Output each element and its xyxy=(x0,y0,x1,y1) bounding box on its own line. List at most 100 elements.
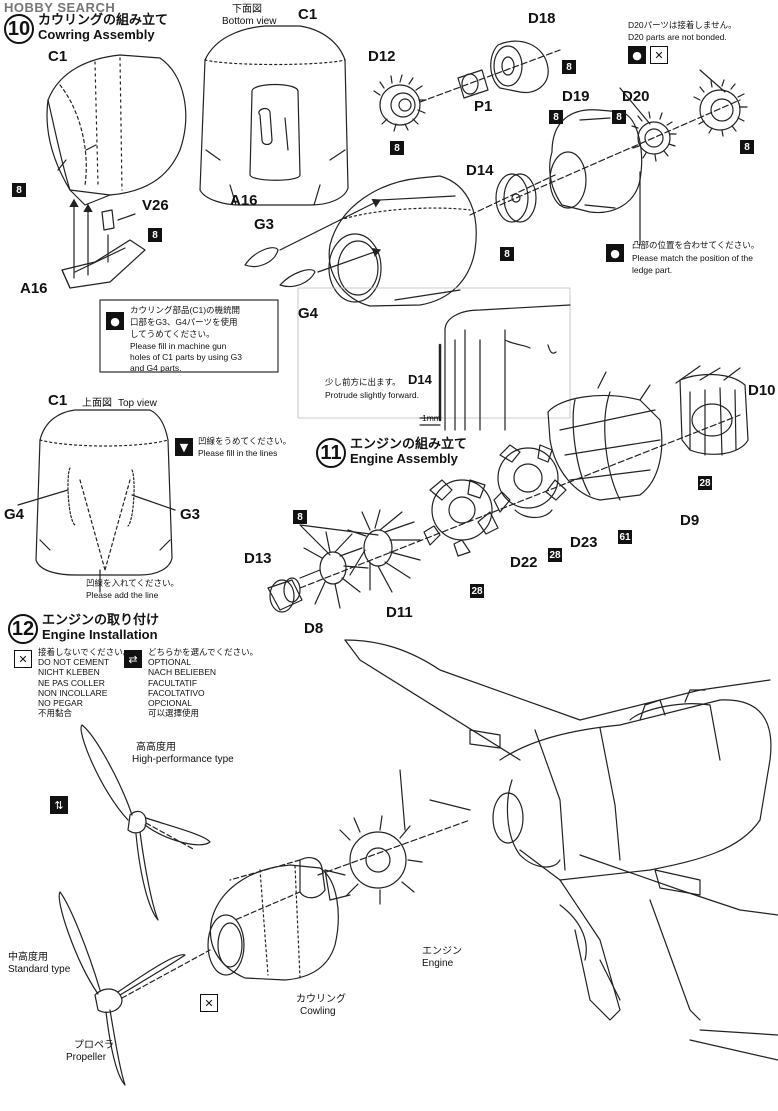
optional-legend: どちらかを選んでください。 OPTIONAL NACH BELIEBEN FAC… xyxy=(148,647,258,718)
fill-lines-jp: 凹線をうめてください。 xyxy=(198,436,292,446)
part-a16-label: A16 xyxy=(20,280,48,297)
part-d10-label: D10 xyxy=(748,382,776,399)
part-d23-label: D23 xyxy=(570,534,598,551)
aircraft-fuselage xyxy=(344,639,778,1061)
part-d22-label: D22 xyxy=(510,554,538,571)
fill-lines-en: Please fill in the lines xyxy=(198,448,278,458)
a16-v26-parts xyxy=(61,198,146,289)
optional-line: NACH BELIEBEN xyxy=(148,667,217,678)
step-11-title-jp: エンジンの組み立て xyxy=(350,437,468,452)
part-p1-label: P1 xyxy=(474,98,493,115)
part-d20-label: D20 xyxy=(622,88,650,105)
gun-note-jp-1: カウリング部品(C1)の機銃開 xyxy=(130,305,241,315)
part-g3-top-label: G3 xyxy=(180,506,201,523)
step-10-title-jp: カウリングの組み立て xyxy=(38,13,169,28)
propeller-high-performance xyxy=(80,724,211,921)
no-cement-line: NON INCOLLARE xyxy=(38,687,108,698)
badge-8: 8 xyxy=(612,110,626,124)
optional-line: 可以選擇使用 xyxy=(148,708,200,719)
protrude-part-d14: D14 xyxy=(408,372,432,387)
d20-note-jp: D20パーツは接着しません。 xyxy=(628,20,737,30)
step-12-title-en: Engine Installation xyxy=(42,627,158,642)
bottom-view-jp: 下面図 xyxy=(232,4,262,15)
watermark: HOBBY SEARCH xyxy=(4,0,116,15)
part-g4-label: G4 xyxy=(298,305,319,322)
cowling-bottom-view xyxy=(199,25,349,206)
cowling-c1-half xyxy=(46,54,187,206)
gun-note-en-1: Please fill in machine gun xyxy=(130,341,227,351)
propeller-standard xyxy=(58,891,211,1086)
optional-line: OPTIONAL xyxy=(148,657,191,668)
fill-in-icon: ▼ xyxy=(175,438,193,456)
ledge-note-en1: Please match the position of the xyxy=(632,253,753,263)
propeller-en: Propeller xyxy=(66,1052,107,1063)
badge-8: 8 xyxy=(390,141,404,155)
cowling-installed xyxy=(207,864,339,981)
top-view-jp: 上面図 xyxy=(82,398,112,409)
part-c1-label: C1 xyxy=(48,48,68,65)
no-cement-line: NO PEGAR xyxy=(38,697,83,708)
step-10-title-en: Cowring Assembly xyxy=(38,27,155,42)
badge-28: 28 xyxy=(698,476,712,490)
cowling-en: Cowling xyxy=(300,1006,336,1017)
part-c1-bottom-label: C1 xyxy=(298,6,318,23)
part-d11-label: D11 xyxy=(386,604,413,621)
add-line-jp: 凹線を入れてください。 xyxy=(86,578,179,588)
part-c1-top-label: C1 xyxy=(48,392,68,409)
protrude-note-jp: 少し前方に出ます。 xyxy=(325,377,401,387)
step-12-title-jp: エンジンの取り付け xyxy=(42,613,160,628)
no-cement-line: DO NOT CEMENT xyxy=(38,657,110,668)
part-a16-bottom-label: A16 xyxy=(230,192,258,209)
optional-line: FACULTATIF xyxy=(148,677,198,688)
bottom-view-en: Bottom view xyxy=(222,16,277,27)
gun-note-en-3: and G4 parts. xyxy=(130,363,182,373)
part-d18-label: D18 xyxy=(528,10,556,27)
gun-note-box xyxy=(99,299,279,373)
d12-d18-p1-parts xyxy=(373,40,561,132)
badge-8: 8 xyxy=(12,183,26,197)
step-12-number: 12 xyxy=(8,614,38,644)
engine-jp: エンジン xyxy=(422,946,462,957)
part-d13-label: D13 xyxy=(244,550,272,567)
protrude-note-en: Protrude slightly forward. xyxy=(325,390,420,400)
gun-note-jp-3: してうめてください。 xyxy=(130,329,215,339)
glue-tube-icon: ● xyxy=(106,312,124,330)
no-cement-line: NE PAS COLLER xyxy=(38,677,105,688)
badge-8: 8 xyxy=(740,140,754,154)
cowling-assembled xyxy=(244,174,556,307)
step-10-number: 10 xyxy=(4,14,34,44)
optional-line: FACOLTATIVO xyxy=(148,687,205,698)
engine-install-region xyxy=(229,769,471,921)
no-cement-line: 不用黏合 xyxy=(38,708,73,719)
cowling-jp: カウリング xyxy=(296,994,346,1005)
badge-8: 8 xyxy=(562,60,576,74)
part-d12-label: D12 xyxy=(368,48,396,65)
step-11-number: 11 xyxy=(316,438,346,468)
ledge-note-en2: ledge part. xyxy=(632,265,673,275)
standard-type-en: Standard type xyxy=(8,964,71,975)
engine-en: Engine xyxy=(422,958,454,969)
d20-note-en: D20 parts are not bonded. xyxy=(628,32,727,42)
no-cement-legend: 接着しないでください。 DO NOT CEMENT NICHT KLEBEN N… xyxy=(38,647,131,718)
badge-61: 61 xyxy=(618,530,632,544)
part-g4-top-label: G4 xyxy=(4,506,25,523)
no-cement-icon: ✕ xyxy=(200,994,218,1012)
top-view-en: Top view xyxy=(118,398,157,409)
badge-8: 8 xyxy=(500,247,514,261)
part-v26-label: V26 xyxy=(142,197,169,214)
high-performance-jp: 高高度用 xyxy=(136,742,176,753)
part-d8-label: D8 xyxy=(304,620,324,637)
optional-arrows-icon: ⇅ xyxy=(50,796,68,814)
part-g3-label: G3 xyxy=(254,216,275,233)
badge-8: 8 xyxy=(148,228,162,242)
optional-arrows-icon: ⇄ xyxy=(124,650,142,668)
badge-8: 8 xyxy=(293,510,307,524)
one-mm-label: 1mm xyxy=(422,413,441,423)
step-11-title-en: Engine Assembly xyxy=(350,451,458,466)
badge-28: 28 xyxy=(470,584,484,598)
badge-28: 28 xyxy=(548,548,562,562)
gun-note-jp-2: 口部をG3、G4パーツを使用 xyxy=(130,317,238,327)
part-d9-label: D9 xyxy=(680,512,700,529)
glue-tube-icon: ● xyxy=(606,244,624,262)
no-cement-line: NICHT KLEBEN xyxy=(38,667,100,678)
